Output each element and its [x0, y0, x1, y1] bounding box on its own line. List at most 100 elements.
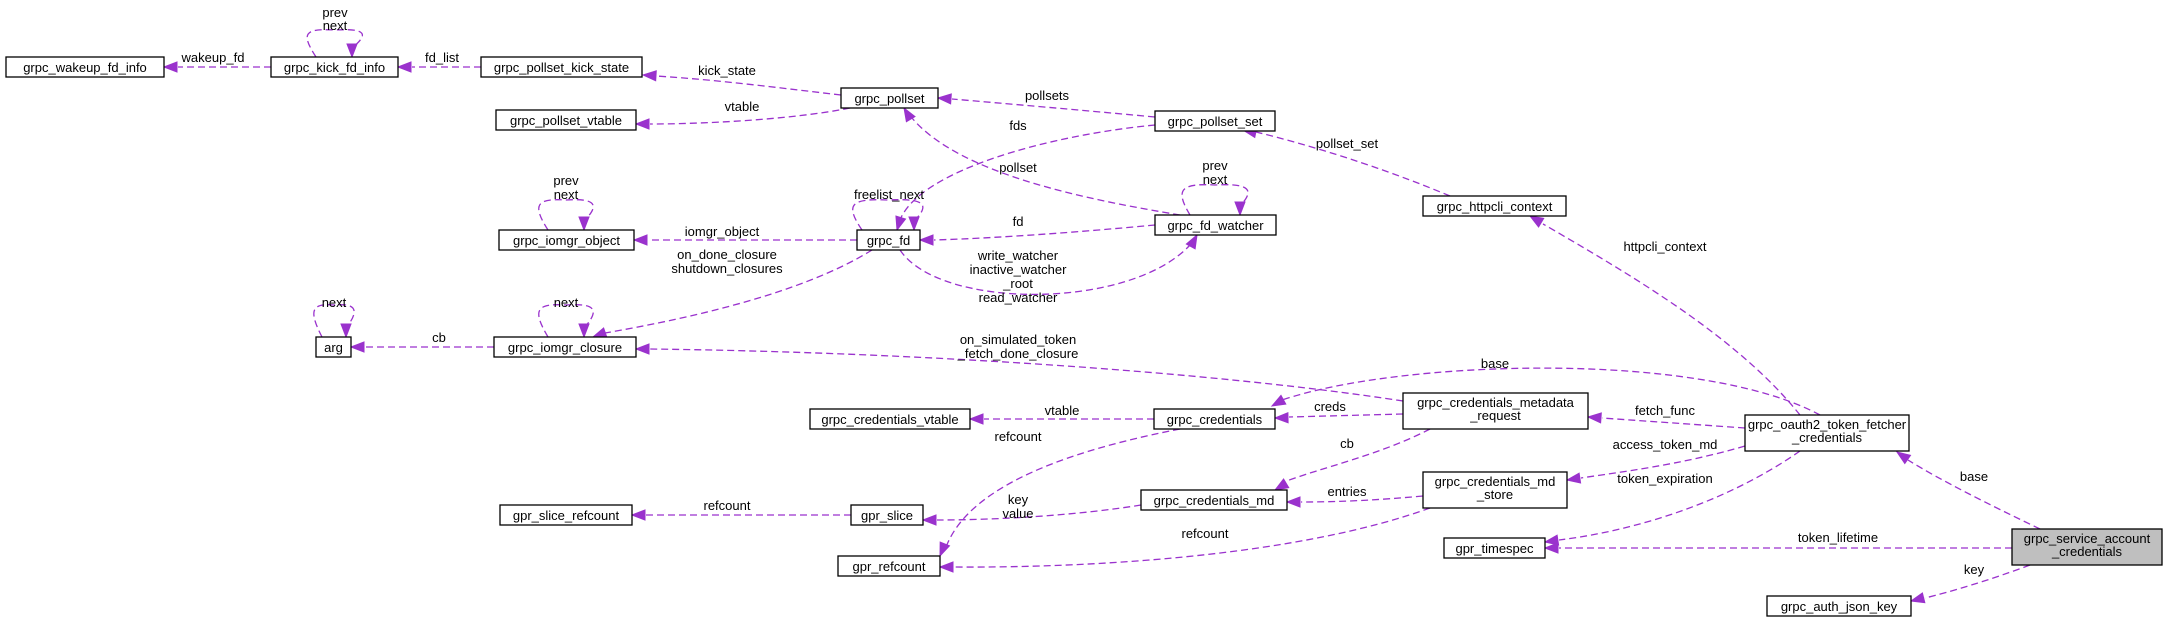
node-label: grpc_fd_watcher [1167, 218, 1264, 233]
edge-line [1281, 367, 1821, 416]
node-label: grpc_credentials_metadata [1417, 395, 1575, 410]
node-box [1402, 392, 1589, 430]
edge-line [944, 428, 1181, 551]
edge-pollset-set: pollset_set [1241, 127, 1451, 197]
arrowhead-icon [1909, 592, 1926, 604]
arrowhead-icon [591, 327, 608, 338]
edge-fetchfunc: fetch_func [1586, 403, 1746, 429]
node-fd[interactable]: grpc_fd [856, 229, 921, 251]
edge-vtable: vtable [634, 99, 851, 130]
edge-label: base [1481, 356, 1509, 371]
edge-accesstoken: access_token_md [1565, 437, 1746, 484]
node-httpcli[interactable]: grpc_httpcli_context [1422, 195, 1567, 217]
edge-label: next [1203, 172, 1228, 187]
edge-label: on_simulated_token [960, 332, 1076, 347]
node-label: grpc_wakeup_fd_info [23, 60, 147, 75]
node-slicerc[interactable]: gpr_slice_refcount [499, 504, 633, 526]
edge-closure-self: next [538, 295, 594, 339]
edge-label: freelist_next [854, 187, 924, 202]
node-pollsetset[interactable]: grpc_pollset_set [1154, 110, 1276, 132]
edge-label: vtable [725, 99, 760, 114]
node-kickstate[interactable]: grpc_pollset_kick_state [480, 56, 643, 78]
edge-cvtable: vtable [968, 403, 1154, 425]
node-pvtable[interactable]: grpc_pollset_vtable [495, 109, 637, 131]
arrowhead-icon [903, 106, 916, 123]
node-box [1154, 214, 1277, 236]
node-creds[interactable]: grpc_credentials [1153, 408, 1276, 430]
edge-label: iomgr_object [685, 224, 760, 239]
arrowhead-icon [641, 70, 657, 82]
edge-line [1601, 417, 1746, 429]
edge-tokenlife: token_lifetime [1543, 530, 2012, 554]
node-service[interactable]: grpc_service_account_credentials [2011, 528, 2163, 566]
edge-label: prev [553, 173, 579, 188]
node-box [498, 229, 635, 251]
node-metareq[interactable]: grpc_credentials_metadata_request [1402, 392, 1589, 430]
node-label: grpc_pollset_kick_state [494, 60, 629, 75]
edge-line [1580, 445, 1746, 479]
arrowhead-icon [1586, 412, 1602, 424]
node-wakeup[interactable]: grpc_wakeup_fd_info [5, 56, 165, 78]
arrowhead-icon [1185, 233, 1198, 250]
node-kickfd[interactable]: grpc_kick_fd_info [270, 56, 399, 78]
edge-base2: base [1895, 451, 2041, 530]
node-jsonkey[interactable]: grpc_auth_json_key [1766, 595, 1912, 617]
node-credsmd[interactable]: grpc_credentials_md [1140, 489, 1288, 511]
node-arg[interactable]: arg [315, 336, 352, 358]
node-closure[interactable]: grpc_iomgr_closure [493, 336, 637, 358]
edge-label: _fetch_done_closure [957, 346, 1079, 361]
node-label: grpc_credentials_vtable [821, 412, 958, 427]
arrowhead-icon [918, 234, 934, 246]
edge-label: refcount [704, 498, 751, 513]
node-label: _credentials [1791, 430, 1863, 445]
edge-simulated: on_simulated_token_fetch_done_closure [634, 332, 1404, 402]
node-pollset[interactable]: grpc_pollset [840, 87, 939, 109]
edge-base1: base [1270, 356, 1821, 416]
node-label: grpc_pollset_vtable [510, 113, 622, 128]
node-slice[interactable]: gpr_slice [850, 504, 924, 526]
arrowhead-icon [1565, 472, 1582, 484]
edge-iomgrobj: iomgr_object [632, 224, 857, 246]
node-box [1443, 537, 1546, 559]
node-box [1153, 408, 1276, 430]
node-oauth[interactable]: grpc_oauth2_token_fetcher_credentials [1744, 414, 1910, 452]
edge-label: _root [1002, 276, 1033, 291]
arrowhead-icon [921, 514, 937, 526]
edge-line [1558, 450, 1801, 541]
edge-label: httpcli_context [1623, 239, 1706, 254]
edge-line [649, 107, 851, 125]
edge-label: token_lifetime [1798, 530, 1878, 545]
edge-line [933, 224, 1156, 241]
edge-label: creds [1314, 399, 1346, 414]
edge-line [899, 244, 1191, 295]
node-refcount[interactable]: gpr_refcount [837, 555, 941, 577]
node-timespec[interactable]: gpr_timespec [1443, 537, 1546, 559]
node-mdstore[interactable]: grpc_credentials_md_store [1422, 471, 1568, 509]
edge-line [953, 507, 1431, 568]
node-label: grpc_iomgr_object [513, 233, 620, 248]
arrowhead-icon [396, 61, 412, 73]
edge-label: next [554, 295, 579, 310]
arrowhead-icon [939, 541, 951, 558]
node-box [1744, 414, 1910, 452]
edge-line [936, 504, 1142, 521]
edge-label: kick_state [698, 63, 756, 78]
node-cvtable[interactable]: grpc_credentials_vtable [809, 408, 971, 430]
node-label: gpr_slice_refcount [513, 508, 620, 523]
edge-line [604, 249, 873, 334]
node-iomgrobj[interactable]: grpc_iomgr_object [498, 229, 635, 251]
edge-label: prev [322, 5, 348, 20]
edge-pollsets: pollsets [936, 88, 1156, 118]
edge-line [1300, 495, 1424, 503]
node-box [1422, 471, 1568, 509]
edge-label: value [1002, 506, 1033, 521]
edge-creds: creds [1273, 399, 1404, 424]
node-box [270, 56, 399, 78]
edge-tokenexp: token_expiration [1543, 450, 1801, 546]
node-box [499, 504, 633, 526]
edge-label: cb [1340, 436, 1354, 451]
node-fdwatcher[interactable]: grpc_fd_watcher [1154, 214, 1277, 236]
